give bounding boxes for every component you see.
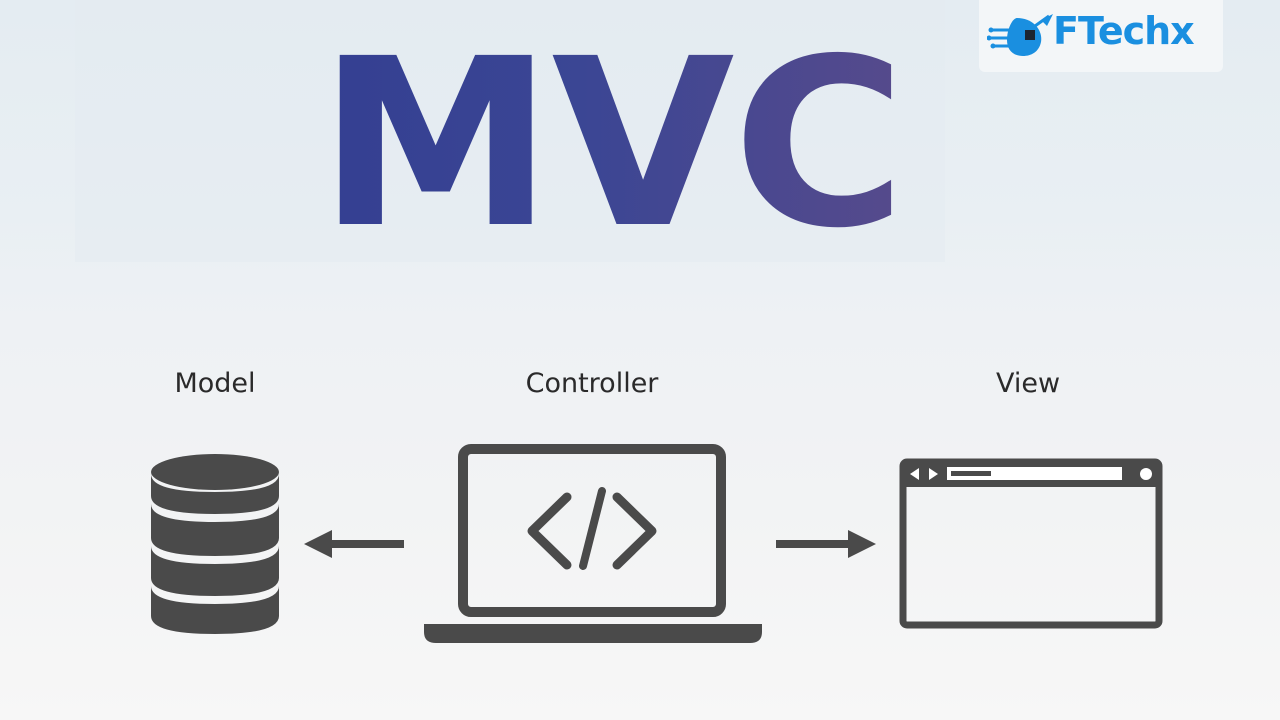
arrow-right-icon — [776, 530, 876, 558]
arrow-left-icon — [304, 530, 404, 558]
browser-window-icon — [899, 458, 1163, 629]
laptop-code-icon — [424, 444, 762, 643]
controller-label: Controller — [525, 368, 659, 399]
brand-logo[interactable]: FTechx — [979, 0, 1223, 72]
title-band — [75, 0, 945, 262]
model-label: Model — [174, 368, 256, 399]
database-icon — [151, 454, 279, 634]
logo-text: FTechx — [1053, 9, 1195, 53]
page-title: MVC — [318, 9, 906, 279]
view-label: View — [995, 368, 1061, 399]
rocket-circuit-icon — [987, 14, 1053, 56]
